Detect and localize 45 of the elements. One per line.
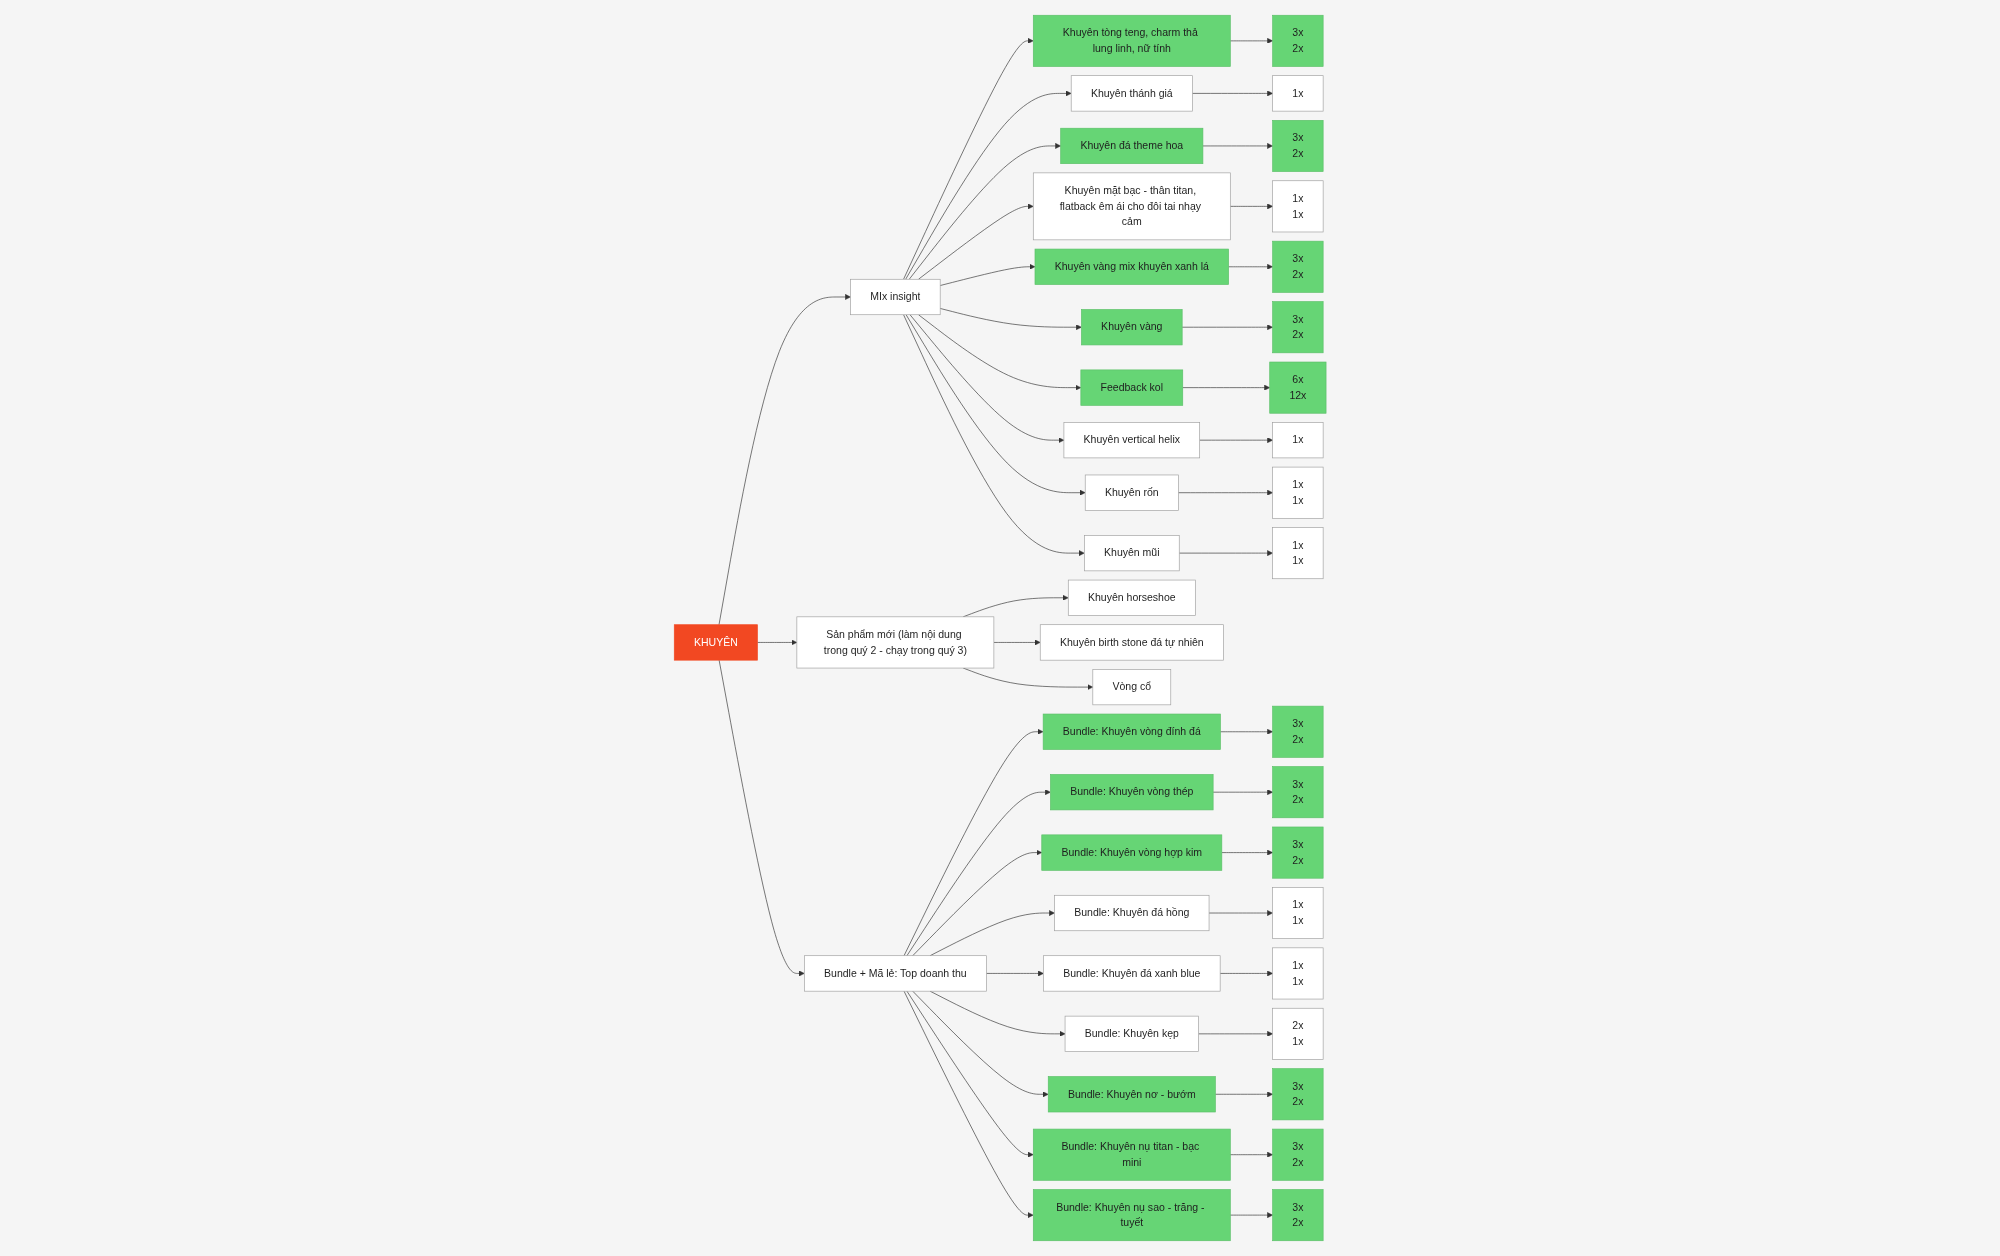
node-box: 1x 1x [1272, 180, 1324, 233]
node-box: Bundle: Khuyên đá xanh blue [1042, 955, 1221, 992]
node-box: 3x 2x [1272, 14, 1324, 67]
node-box: Khuyên horseshoe [1067, 579, 1196, 616]
node-box: Bundle: Khuyên vòng thép [1049, 774, 1214, 811]
node-box: Khuyên mũi [1083, 535, 1180, 572]
node-box: 3x 2x [1272, 240, 1324, 293]
node-box: MIx insight [850, 278, 941, 316]
node-box: 2x 1x [1272, 1007, 1324, 1060]
node-box: 3x 2x [1272, 705, 1324, 758]
node-box: 3x 2x [1272, 1128, 1324, 1181]
node-box: 1x [1272, 75, 1324, 112]
node-box: Khuyên mặt bạc - thân titan, flatback êm ái cho đôi tai nhạy cảm [1032, 172, 1231, 241]
node-box: Khuyên thánh giá [1070, 75, 1193, 112]
node-box: 1x 1x [1272, 887, 1324, 939]
node-box: Khuyên vàng [1080, 309, 1183, 346]
node-box: Bundle: Khuyên kẹp [1064, 1015, 1199, 1052]
node-box: 1x 1x [1272, 527, 1324, 580]
node-box: 3x 2x [1272, 1189, 1324, 1242]
node-box: Khuyên rốn [1084, 474, 1179, 511]
node-box: Bundle: Khuyên nụ titan - bạc mini [1032, 1128, 1231, 1181]
node-box: 1x 1x [1272, 947, 1324, 1000]
node-box: 3x 2x [1272, 301, 1324, 354]
node-box: Bundle + Mã lẻ: Top doanh thu [803, 955, 987, 992]
node-box: 6x 12x [1269, 361, 1327, 414]
node-box: Bundle: Khuyên vòng hợp kim [1041, 834, 1222, 871]
node-box: Bundle: Khuyên đá hồng [1054, 894, 1210, 932]
node-box: Bundle: Khuyên vòng đính đá [1042, 713, 1221, 750]
node-box: 3x 2x [1272, 766, 1324, 819]
node-box: 1x 1x [1272, 466, 1324, 519]
node-box: Khuyên vàng mix khuyên xanh lá [1034, 248, 1229, 285]
node-box: Feedback kol [1080, 369, 1183, 406]
node-box: 1x [1272, 422, 1324, 459]
node-box: Bundle: Khuyên nơ - bướm [1047, 1076, 1216, 1113]
node-box: Vòng cổ [1092, 669, 1171, 706]
node-box: 3x 2x [1272, 826, 1324, 879]
node-box: 3x 2x [1272, 120, 1324, 172]
node-box: Khuyên birth stone đá tự nhiên [1039, 624, 1224, 661]
node-box: Sản phẩm mới (làm nội dung trong quý 2 - chạy trong quý 3) [796, 616, 995, 669]
node-box: 3x 2x [1272, 1068, 1324, 1121]
node-box: Khuyên đá theme hoa [1060, 127, 1204, 164]
node-box: Khuyên vertical helix [1063, 422, 1200, 459]
node-box: KHUYÊN [673, 624, 758, 661]
node-box: Khuyên tòng teng, charm thả lung linh, nữ tính [1032, 14, 1231, 67]
node-box: Bundle: Khuyên nụ sao - trăng - tuyết [1032, 1189, 1231, 1242]
